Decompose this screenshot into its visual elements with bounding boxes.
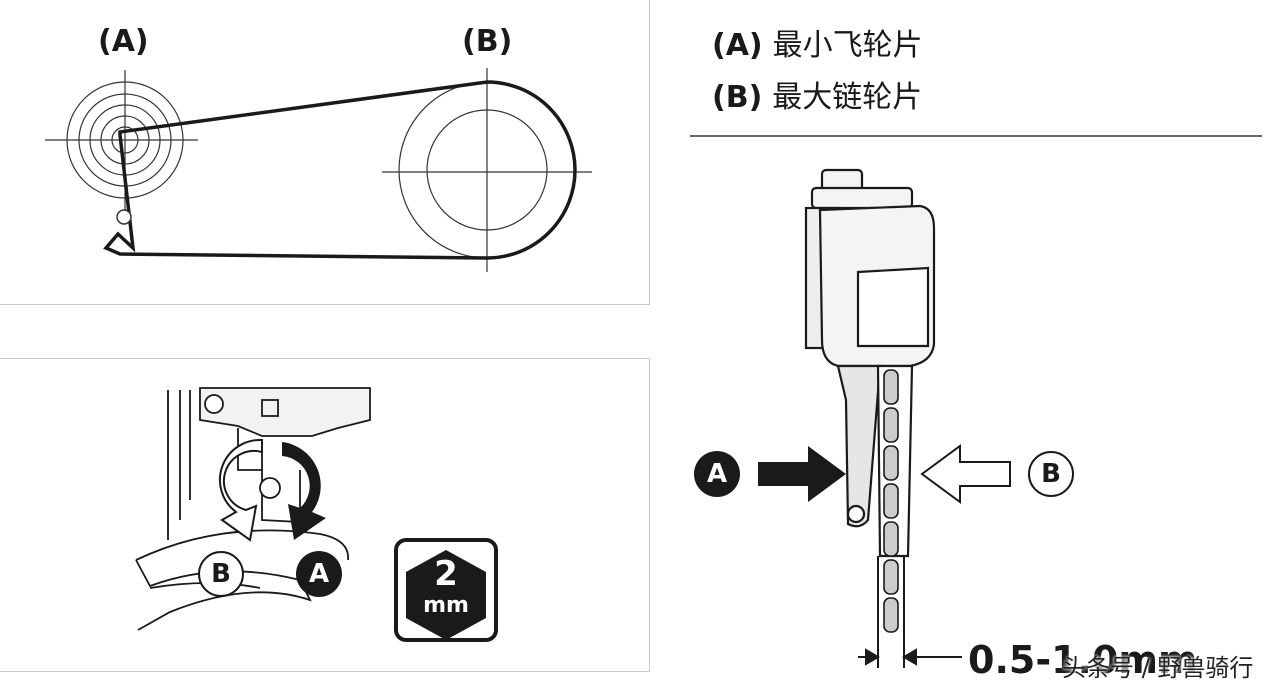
watermark: 头条号 / 野兽骑行 [1062, 654, 1254, 682]
marker-b-bottom: B [198, 551, 244, 597]
clearance-dimension-icon [858, 648, 962, 666]
front-derailleur-icon [804, 168, 936, 558]
adjust-bolt-panel [0, 358, 650, 672]
tool-size: 2 [434, 554, 458, 594]
large-chainring-icon [382, 68, 592, 272]
tool-unit: mm [423, 593, 469, 618]
clearance-measure: 0.5-1.0mm [968, 638, 1198, 682]
rotate-arrow-b-icon [218, 438, 263, 542]
small-cog-label: (A) [98, 24, 149, 59]
legend-text: 最小飞轮片 [772, 28, 923, 63]
legend-key: (A) [712, 28, 763, 63]
marker-b-right: B [1028, 451, 1074, 497]
chain-path [103, 80, 577, 260]
marker-a-bottom: A [296, 551, 342, 597]
chainring-edge [877, 556, 905, 668]
chain-line-panel [0, 0, 650, 305]
legend-text: 最大链轮片 [772, 80, 923, 115]
legend-item-b: (B) 最大链轮片 [712, 72, 922, 116]
push-arrow-b-icon [920, 444, 1011, 504]
rotate-arrow-a-icon [282, 442, 326, 540]
legend-key: (B) [712, 80, 763, 115]
legend-item-a: (A) 最小飞轮片 [712, 20, 923, 64]
chain-roller [116, 209, 132, 225]
large-chainring-label: (B) [462, 24, 513, 59]
hex-key-2mm-icon [394, 538, 498, 642]
chain-links-icon [883, 369, 899, 633]
marker-a-right: A [694, 451, 740, 497]
push-arrow-a-icon [758, 446, 846, 502]
